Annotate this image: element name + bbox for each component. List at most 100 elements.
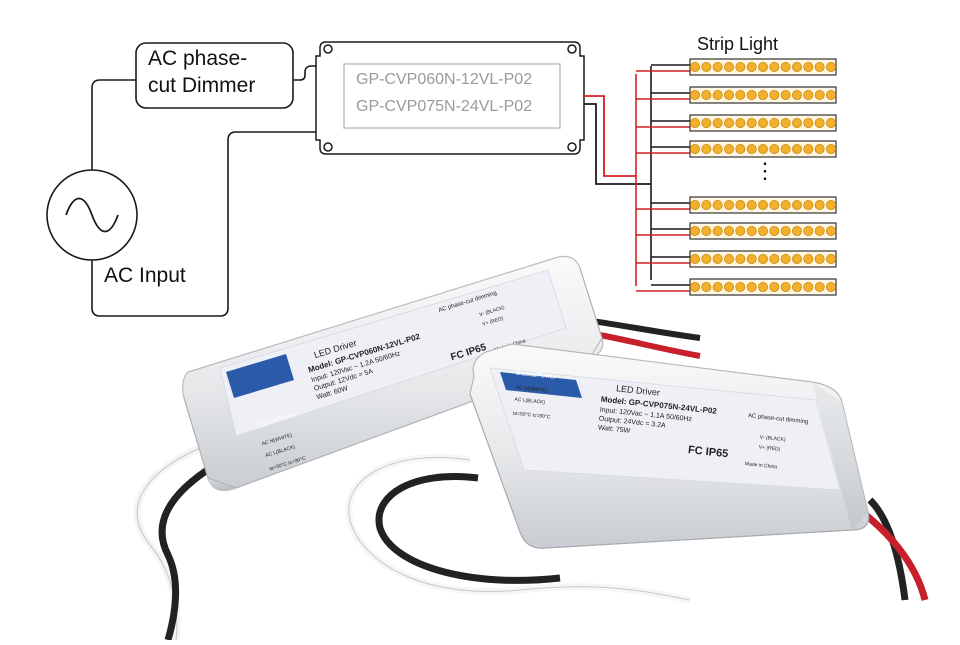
led-driver-unit-75w: GlacialPower LED Driver Model: GP-CVP075… <box>345 343 929 604</box>
led-icon <box>803 143 814 154</box>
led-icon <box>769 199 780 210</box>
led-icon <box>758 253 769 264</box>
led-icon <box>690 199 701 210</box>
led-icon <box>724 253 735 264</box>
led-icon <box>746 118 757 129</box>
driver-outline <box>315 41 585 155</box>
output-wires <box>584 95 651 185</box>
led-icon <box>803 90 814 101</box>
led-icon <box>724 225 735 236</box>
brand-75w: GlacialPower <box>515 370 557 381</box>
output-black-wire <box>584 103 651 185</box>
output-red-wire <box>584 95 636 177</box>
led-icon <box>769 90 780 101</box>
led-icon <box>792 143 803 154</box>
dimmer-label-line2: cut Dimmer <box>148 74 256 97</box>
led-icon <box>780 62 791 73</box>
led-icon <box>712 118 723 129</box>
led-icon <box>746 62 757 73</box>
wire-black-75w <box>375 473 561 584</box>
acn-75w: AC N(WHITE) <box>515 385 547 394</box>
brand-badge-75w <box>500 372 582 398</box>
led-icon <box>769 225 780 236</box>
led-icon <box>803 281 814 292</box>
led-icon <box>724 62 735 73</box>
strip-light-array <box>636 58 837 296</box>
led-icon <box>701 199 712 210</box>
led-icon <box>746 199 757 210</box>
led-icon <box>803 62 814 73</box>
led-icon <box>746 90 757 101</box>
led-icon <box>814 225 825 236</box>
ac-source-symbol <box>46 169 138 261</box>
mount-hole-icon <box>567 142 577 152</box>
led-icon <box>792 225 803 236</box>
led-icon <box>712 62 723 73</box>
led-icon <box>712 253 723 264</box>
dimmer-label-line1: AC phase- <box>148 47 248 70</box>
led-icon <box>792 199 803 210</box>
dimmer-box <box>135 42 294 109</box>
led-icon <box>690 281 701 292</box>
led-icon <box>826 62 837 73</box>
led-icon <box>690 253 701 264</box>
led-icon <box>814 118 825 129</box>
led-icon <box>690 225 701 236</box>
led-icon <box>769 253 780 264</box>
led-icon <box>814 143 825 154</box>
wire-source-bottom <box>91 131 322 317</box>
led-icon <box>712 225 723 236</box>
led-icon <box>746 143 757 154</box>
acl-75w: AC L(BLACK) <box>514 397 546 406</box>
strip-light-label: Strip Light <box>697 34 779 54</box>
led-icon <box>803 199 814 210</box>
driver-model-2: GP-CVP075N-24VL-P02 <box>356 98 533 115</box>
led-icon <box>712 199 723 210</box>
led-icon <box>769 143 780 154</box>
led-icon <box>826 253 837 264</box>
led-icon <box>769 62 780 73</box>
ac-input-label: AC Input <box>104 264 186 287</box>
led-icon <box>690 62 701 73</box>
cert-75w: FC IP65 <box>687 444 728 460</box>
led-icon <box>814 253 825 264</box>
wire-black-60w <box>158 462 217 641</box>
wire-white-60w <box>133 444 202 641</box>
led-icon <box>780 118 791 129</box>
led-icon <box>826 90 837 101</box>
led-icon <box>724 281 735 292</box>
driver-model-1: GP-CVP060N-12VL-P02 <box>356 71 533 88</box>
led-icon <box>780 253 791 264</box>
led-icon <box>735 199 746 210</box>
led-icon <box>724 199 735 210</box>
led-icon <box>758 199 769 210</box>
led-icon <box>814 62 825 73</box>
led-icon <box>758 118 769 129</box>
mount-hole-icon <box>323 142 333 152</box>
led-icon <box>701 143 712 154</box>
led-icon <box>746 281 757 292</box>
mount-hole-icon <box>323 44 333 54</box>
led-icon <box>690 90 701 101</box>
led-icon <box>792 90 803 101</box>
led-icon <box>758 143 769 154</box>
vplus-75w: V+ (RED) <box>758 444 780 452</box>
led-icon <box>826 199 837 210</box>
led-icon <box>724 118 735 129</box>
led-icon <box>803 118 814 129</box>
led-icon <box>780 225 791 236</box>
led-icon <box>769 118 780 129</box>
wire-source-to-dimmer <box>91 79 136 175</box>
led-icon <box>701 225 712 236</box>
origin-75w: Made in China <box>745 461 778 470</box>
led-icon <box>780 199 791 210</box>
led-icon <box>780 143 791 154</box>
led-icon <box>701 90 712 101</box>
led-icon <box>826 281 837 292</box>
driver-model-frame <box>343 63 561 129</box>
led-icon <box>735 281 746 292</box>
led-icon <box>701 62 712 73</box>
led-icon <box>735 90 746 101</box>
